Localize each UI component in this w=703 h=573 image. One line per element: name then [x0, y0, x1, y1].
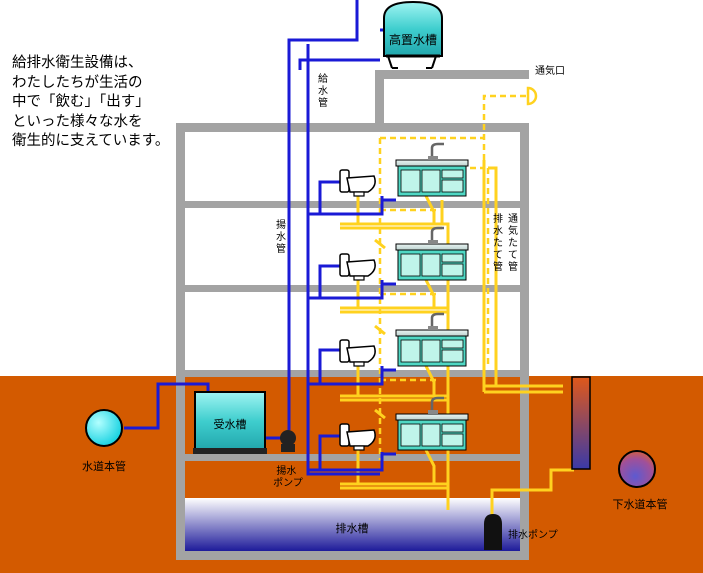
toilet-icon	[339, 169, 376, 197]
kitchen-unit-icon	[395, 142, 469, 197]
floor-fixtures	[339, 142, 469, 197]
vent-stack-label: 通気たて管	[508, 213, 518, 273]
toilet-icon	[339, 423, 376, 451]
elevated-tank	[383, 0, 443, 69]
kitchen-unit-icon	[395, 312, 469, 367]
intro-line: 給排水衛生設備は、	[12, 55, 143, 71]
water-main-label: 水道本管	[82, 459, 126, 473]
sewer-main-label: 下水道本管	[613, 497, 668, 511]
vent-cap-label: 通気口	[535, 64, 565, 77]
intro-text: 給排水衛生設備は、 わたしたちが生活の 中で「飲む」「出す」 といった様々な水を…	[12, 54, 187, 152]
water-main-icon	[85, 409, 123, 447]
drain-pump-icon	[484, 514, 502, 550]
floor-fixtures	[339, 396, 469, 451]
vent-cap-icon	[526, 86, 538, 106]
intro-line: わたしたちが生活の	[12, 74, 143, 91]
building	[176, 70, 529, 560]
intro-line: といった様々な水を	[12, 113, 143, 130]
drain-tank	[185, 498, 520, 551]
supply-piping	[124, 0, 412, 476]
intro-line: 中で「飲む」「出す」	[12, 94, 150, 110]
floor-fixtures	[339, 312, 469, 367]
toilet-icon	[339, 339, 376, 367]
kitchen-unit-icon	[395, 396, 469, 451]
lift-pump-label: 揚水 ポンプ	[273, 464, 303, 489]
drain-piping	[340, 160, 574, 515]
fixtures	[339, 142, 469, 451]
toilet-icon	[339, 253, 376, 281]
sewer-main-icon	[618, 450, 656, 488]
sewer-shaft	[571, 376, 591, 470]
kitchen-unit-icon	[395, 226, 469, 281]
lift-pump-icon	[280, 430, 296, 452]
receiving-tank	[193, 391, 267, 454]
drain-tank-label: 排水槽	[336, 521, 369, 535]
supply-pipe-label: 給水管	[318, 72, 328, 109]
intro-line: 衛生的に支えています。	[12, 133, 170, 149]
lift-pipe-label: 揚水管	[276, 218, 286, 255]
floor-fixtures	[339, 226, 469, 281]
drain-stack-label: 排水たて管	[493, 212, 503, 273]
elevated-tank-label: 高置水槽	[389, 32, 437, 47]
drain-pump-label: 排水ポンプ	[508, 528, 558, 541]
receiving-tank-label: 受水槽	[214, 418, 247, 431]
